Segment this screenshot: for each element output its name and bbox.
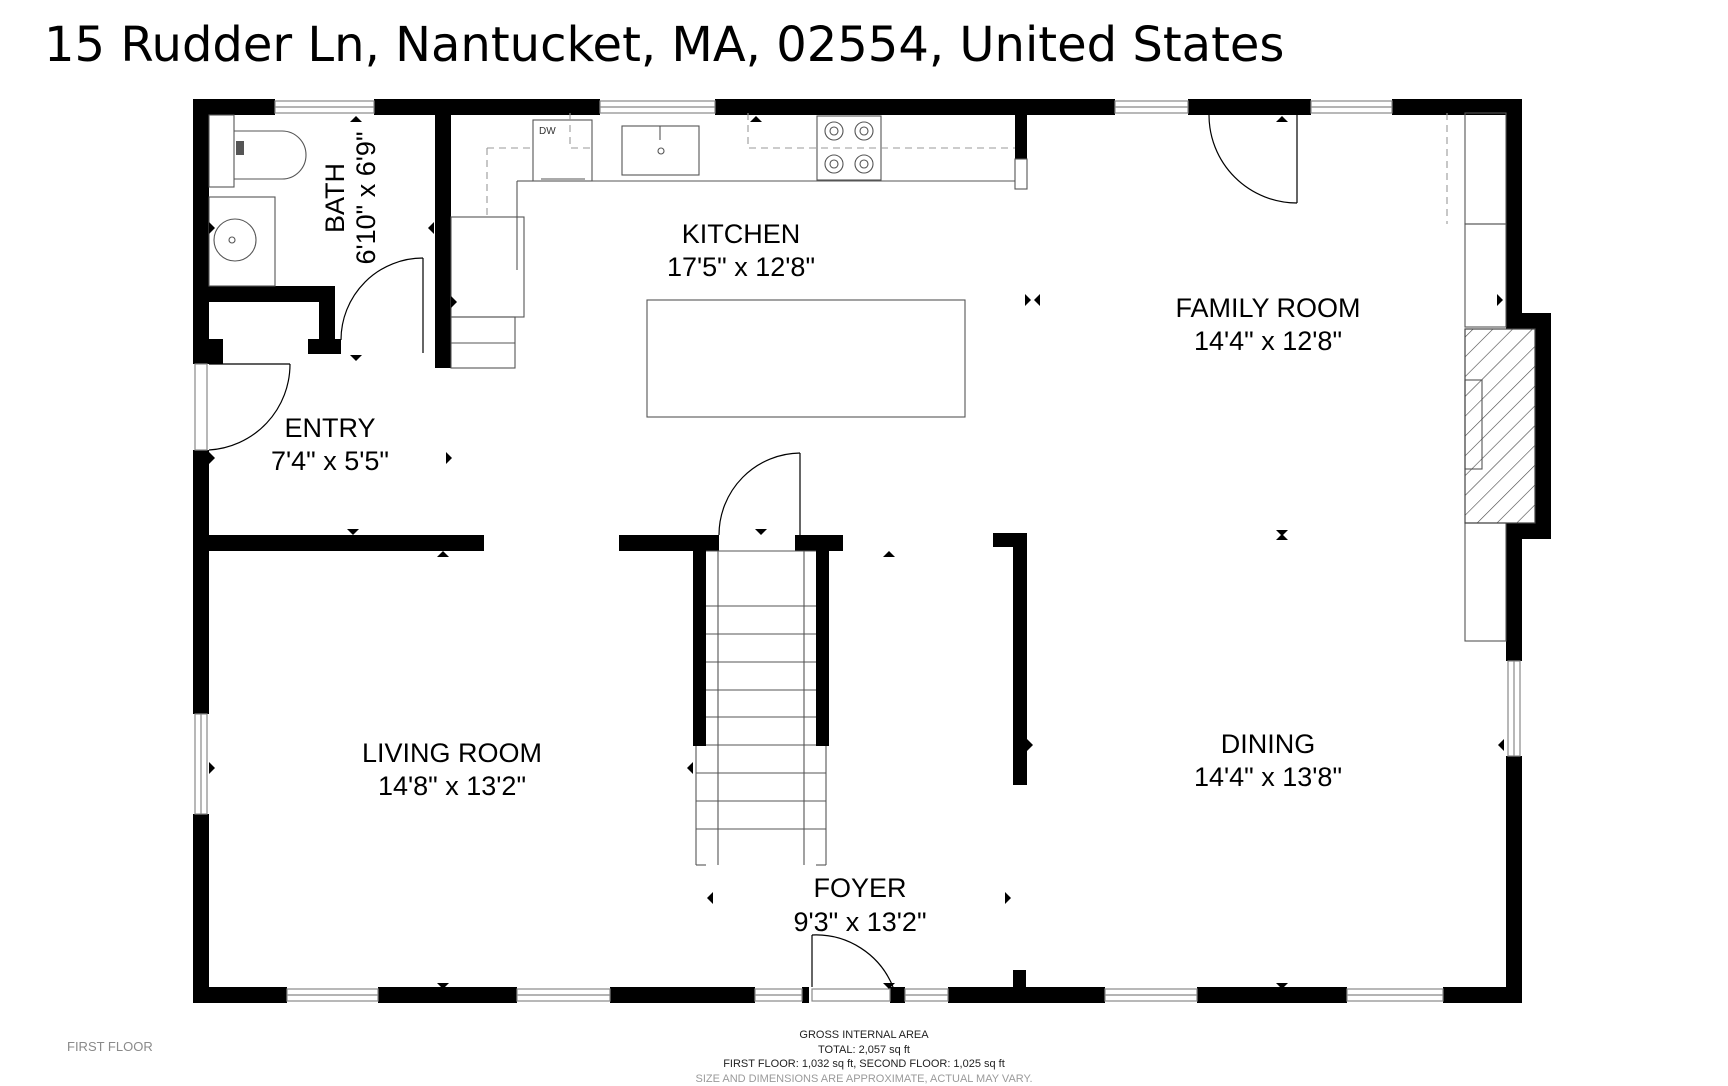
area-disclaimer: SIZE AND DIMENSIONS ARE APPROXIMATE, ACT… [664, 1072, 1064, 1086]
fireplace-hearth [1465, 329, 1535, 523]
family-room-dims: 14'4" x 12'8" [1194, 326, 1342, 356]
foyer-name: FOYER [813, 873, 906, 903]
staircase [696, 551, 826, 865]
foyer-dims: 9'3" x 13'2" [793, 907, 926, 937]
dining-name: DINING [1221, 729, 1316, 759]
room-labels: BATH 6'10" x 6'9" KITCHEN 17'5" x 12'8" … [271, 131, 1361, 937]
entry-name: ENTRY [284, 413, 375, 443]
floor-label: FIRST FLOOR [67, 1039, 153, 1054]
family-room-name: FAMILY ROOM [1175, 293, 1360, 323]
living-room-dims: 14'8" x 13'2" [378, 771, 526, 801]
entry-dims: 7'4" x 5'5" [271, 446, 389, 476]
kitchen-dims: 17'5" x 12'8" [667, 252, 815, 282]
bath-fixtures [209, 115, 306, 286]
dimension-markers [209, 116, 1504, 989]
bath-dims: 6'10" x 6'9" [351, 131, 381, 264]
bath-name: BATH [320, 163, 350, 233]
area-total: TOTAL: 2,057 sq ft [664, 1043, 1064, 1058]
kitchen-name: KITCHEN [682, 219, 801, 249]
bath-label: BATH 6'10" x 6'9" [320, 131, 381, 264]
area-floors: FIRST FLOOR: 1,032 sq ft, SECOND FLOOR: … [664, 1057, 1064, 1072]
gross-internal-area: GROSS INTERNAL AREA TOTAL: 2,057 sq ft F… [664, 1028, 1064, 1086]
area-heading: GROSS INTERNAL AREA [664, 1028, 1064, 1043]
dishwasher-label: DW [539, 126, 556, 137]
dining-dims: 14'4" x 13'8" [1194, 762, 1342, 792]
living-room-name: LIVING ROOM [362, 738, 542, 768]
interior-walls [209, 113, 1027, 987]
upper-cabinets-dashed [487, 113, 1447, 224]
